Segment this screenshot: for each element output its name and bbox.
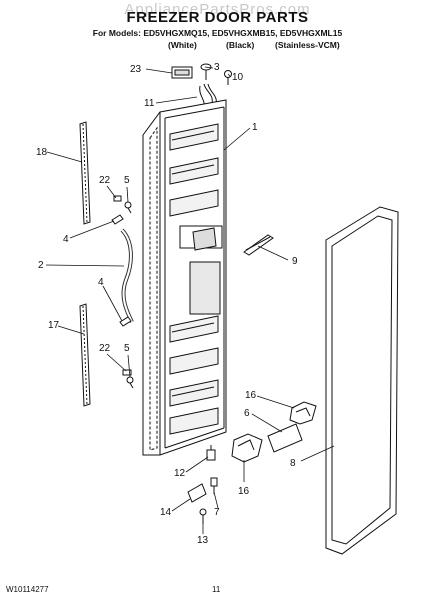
page-title: FREEZER DOOR PARTS (126, 9, 309, 26)
part-23-connector (171, 66, 193, 79)
callout: 23 (130, 64, 142, 75)
callout: 18 (36, 147, 48, 158)
callout: 12 (174, 468, 186, 479)
part-8-gasket (325, 206, 399, 555)
part-22-5-lower-mount (119, 316, 134, 389)
part-16-bracket-upper (289, 401, 317, 425)
model-list: For Models: ED5VHGXMQ15, ED5VHGXMB15, ED… (92, 28, 343, 38)
part-2-handle (120, 228, 134, 323)
part-9-bracket (243, 234, 274, 256)
leader-lines (45, 66, 335, 534)
callout: 13 (197, 535, 209, 546)
part-6-bin-trim (267, 423, 303, 453)
callout: 8 (290, 458, 296, 469)
callout: 17 (48, 320, 60, 331)
callout: 22 (99, 343, 111, 354)
part-17-trim-strip (79, 303, 91, 407)
part-13-screw (199, 508, 207, 524)
color-stainless: (Stainless-VCM) (275, 40, 340, 50)
callout: 5 (124, 175, 130, 186)
callout: 1 (252, 122, 258, 133)
callout: 6 (244, 408, 250, 419)
callout: 4 (98, 277, 104, 288)
callout: 5 (124, 343, 130, 354)
callout: 7 (214, 507, 220, 518)
callout: 16 (245, 390, 257, 401)
part-14-hinge-bracket (187, 483, 207, 503)
part-10-screw (224, 70, 232, 85)
callout: 16 (238, 486, 250, 497)
callout: 22 (99, 175, 111, 186)
part-7-screw (210, 477, 218, 494)
part-18-trim-strip (79, 121, 91, 225)
color-white: (White) (168, 40, 197, 50)
document-number: W10114277 (6, 585, 49, 594)
part-16-bracket-lower (231, 433, 263, 463)
callout: 4 (63, 234, 69, 245)
callout: 2 (38, 260, 44, 271)
callout: 10 (232, 72, 244, 83)
part-1-door-body (142, 99, 227, 456)
color-black: (Black) (226, 40, 255, 50)
callout: 3 (214, 62, 220, 73)
callout-labels: 23 3 10 11 1 18 22 5 4 2 9 4 17 22 5 16 … (36, 62, 298, 546)
watermark: AppliancePartsPros.com (124, 1, 311, 18)
page-number: 11 (212, 585, 221, 594)
part-12-hinge-pin (206, 445, 216, 461)
callout: 9 (292, 256, 298, 267)
callout: 11 (144, 98, 155, 109)
part-3-screw (200, 63, 212, 80)
part-22-5-upper-mount (111, 195, 132, 225)
callout: 14 (160, 507, 172, 518)
